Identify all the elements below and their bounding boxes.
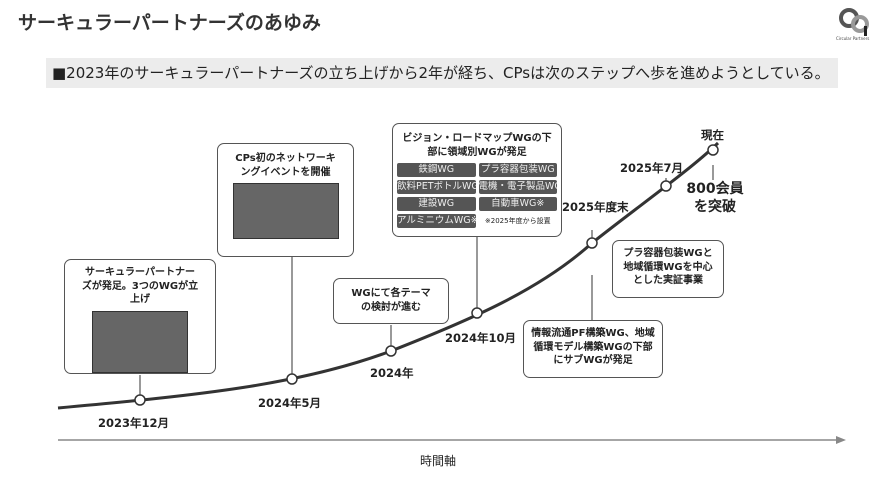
callout-2025-07: プラ容器包装WGと地域循環WGを中心とした実証事業 [612, 240, 724, 298]
milestone-dot [660, 180, 672, 192]
date-label: 2024年 [370, 366, 414, 380]
wg-tag: プラ容器包装WG [478, 163, 557, 177]
callout-text: ビジョン・ロードマップWGの下部に領域別WGが発足 [402, 133, 552, 158]
callout-2024-05: CPs初のネットワーキングイベントを開催 [217, 143, 354, 257]
circular-partners-logo [839, 8, 869, 36]
wg-tag: 自動車WG※ [478, 197, 557, 211]
summary-banner: ■2023年のサーキュラーパートナーズの立ち上げから2年が経ち、CPsは次のステ… [46, 58, 838, 88]
callout-text: 情報流通PF構築WG、地域循環モデル構築WGの下部にサブWGが発足 [531, 328, 655, 366]
callout-text: CPs初のネットワーキングイベントを開催 [235, 153, 336, 178]
wg-tag: アルミニウムWG※ [397, 214, 476, 228]
time-axis-label: 時間軸 [420, 454, 457, 468]
callout-2024: WGにて各テーマの検討が進む [333, 278, 449, 324]
milestone-dot [385, 345, 397, 357]
date-label: 現在 [701, 128, 724, 142]
logo-text: Circular Partners [836, 36, 870, 41]
date-label: 2024年5月 [258, 396, 322, 410]
milestone-dot [707, 144, 719, 156]
wg-tag: 鉄鋼WG [397, 163, 476, 177]
milestone-dot [471, 307, 483, 319]
date-label: 2024年10月 [445, 331, 517, 345]
page-title: サーキュラーパートナーズのあゆみ [18, 12, 321, 34]
date-label: 2023年12月 [98, 416, 170, 430]
callout-text: WGにて各テーマの検討が進む [351, 288, 431, 313]
callout-text: サーキュラーパートナーズが発足。3つのWGが立上げ [81, 267, 199, 305]
wg-tag: 飲料PETボトルWG [397, 180, 476, 194]
member-count-callout: 800会員を突破 [686, 181, 744, 215]
date-label: 2025年7月 [620, 161, 684, 175]
callout-text: プラ容器包装WGと地域循環WGを中心とした実証事業 [623, 248, 713, 286]
wg-tag: 電機・電子製品WG [478, 180, 557, 194]
wg-note: ※2025年度から設置 [484, 217, 551, 225]
callout-2024-10: ビジョン・ロードマップWGの下部に領域別WGが発足 鉄鋼WG プラ容器包装WG … [392, 123, 562, 237]
launch-photo [92, 310, 188, 373]
milestone-dot [586, 237, 598, 249]
callout-2023-12: サーキュラーパートナーズが発足。3つのWGが立上げ [64, 259, 216, 374]
wg-tag: 建設WG [397, 197, 476, 211]
milestone-dot [134, 394, 146, 406]
date-label: 2025年度末 [562, 200, 629, 214]
milestone-dot [286, 373, 298, 385]
callout-2025-fy-end: 情報流通PF構築WG、地域循環モデル構築WGの下部にサブWGが発足 [523, 320, 663, 378]
timeline-curve [57, 141, 720, 410]
event-photo [232, 183, 339, 239]
